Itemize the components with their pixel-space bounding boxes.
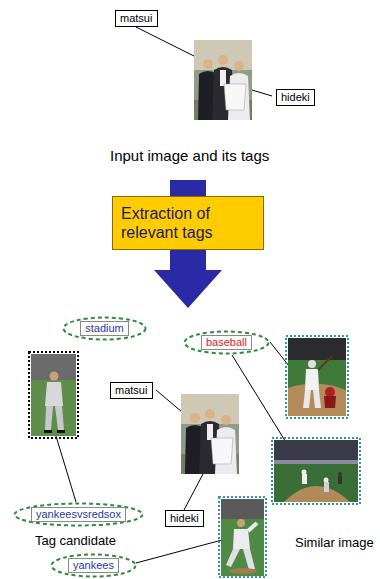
ellipse-outline bbox=[64, 318, 146, 340]
illustration-part bbox=[219, 497, 266, 577]
node-text: hideki bbox=[170, 512, 199, 524]
illustration-part bbox=[274, 440, 358, 502]
node-text: stadium bbox=[80, 321, 129, 336]
tag-box: hideki bbox=[165, 510, 204, 527]
tag-box: hideki bbox=[276, 89, 315, 106]
illustration-part bbox=[272, 438, 360, 504]
tag-candidate: stadium bbox=[62, 316, 147, 341]
ellipse-outline bbox=[185, 332, 269, 354]
similar-photo bbox=[286, 336, 348, 418]
illustration-part bbox=[56, 436, 76, 502]
illustration-part bbox=[136, 27, 198, 58]
tag-box: matsui bbox=[110, 382, 153, 399]
illustration-part bbox=[31, 354, 76, 436]
illustration-part bbox=[194, 40, 252, 120]
illustration-part bbox=[156, 390, 182, 412]
illustration-part bbox=[252, 90, 272, 96]
input-photo bbox=[181, 394, 239, 474]
node-text: hideki bbox=[281, 91, 310, 103]
illustration-part bbox=[232, 355, 292, 452]
tag-candidate: yankees bbox=[50, 553, 137, 578]
illustration-part bbox=[154, 270, 222, 308]
illustration-part bbox=[136, 540, 222, 563]
similar-photo bbox=[219, 497, 266, 577]
process-box: Extraction of relevant tags bbox=[112, 196, 264, 250]
tag-candidate: baseball bbox=[183, 330, 270, 355]
input-photo bbox=[194, 40, 252, 120]
tag-box: matsui bbox=[115, 10, 158, 27]
node-text: yankees bbox=[68, 558, 119, 573]
node-text: Extraction of relevant tags bbox=[121, 204, 255, 242]
illustration-part bbox=[221, 499, 264, 576]
caption-label: Tag candidate bbox=[35, 533, 116, 549]
similar-photo bbox=[272, 438, 360, 504]
node-text: baseball bbox=[201, 335, 252, 350]
node-text: matsui bbox=[115, 384, 147, 396]
ellipse-outline bbox=[52, 555, 136, 577]
illustration-part bbox=[181, 394, 239, 474]
caption-label: Similar image bbox=[295, 535, 374, 551]
illustration-part bbox=[184, 474, 203, 510]
illustration-part bbox=[286, 336, 348, 418]
candidate-photo bbox=[29, 352, 78, 438]
caption-label: Input image and its tags bbox=[110, 147, 269, 165]
illustration-part bbox=[29, 352, 78, 438]
ellipse-outline bbox=[15, 504, 143, 526]
node-text: matsui bbox=[120, 12, 152, 24]
node-text: yankeesvsredsox bbox=[31, 507, 126, 522]
leader-lines bbox=[56, 27, 292, 563]
illustration-part bbox=[288, 338, 346, 416]
tag-candidate: yankeesvsredsox bbox=[13, 502, 144, 527]
